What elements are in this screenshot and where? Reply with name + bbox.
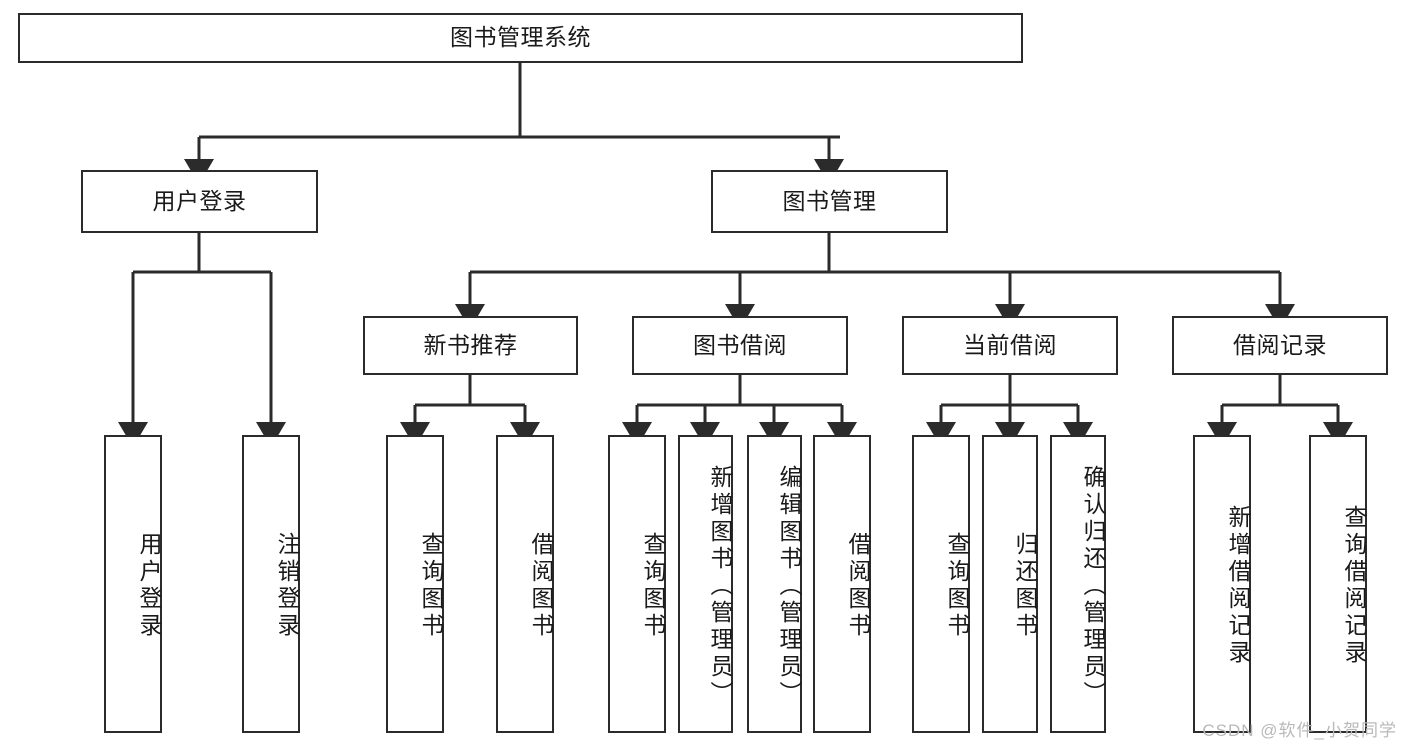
node-label: 查询图书 [944,532,970,640]
node-borrow-record[interactable]: 借阅记录 [1172,316,1388,375]
node-current-borrow[interactable]: 当前借阅 [902,316,1118,375]
leaf-current-confirm-return[interactable]: 确认归还（管理员） [1050,435,1106,733]
node-label: 用户登录 [136,532,162,640]
node-root-system[interactable]: 图书管理系统 [18,13,1023,63]
node-label: 注销登录 [274,532,300,640]
leaf-user-login[interactable]: 用户登录 [104,435,162,733]
node-label: 用户登录 [152,187,247,214]
node-label: 编辑图书（管理员） [776,464,802,708]
leaf-borrow-edit-book[interactable]: 编辑图书（管理员） [747,435,802,733]
node-label: 新增借阅记录 [1225,505,1251,667]
leaf-current-return-book[interactable]: 归还图书 [982,435,1038,733]
node-label: 借阅图书 [845,532,871,640]
leaf-borrow-query-book[interactable]: 查询图书 [608,435,666,733]
node-label: 图书借阅 [693,331,787,358]
leaf-record-query-record[interactable]: 查询借阅记录 [1309,435,1367,733]
csdn-watermark: CSDN @软件_小贺同学 [1202,721,1397,740]
node-label: 确认归还（管理员） [1080,464,1106,708]
node-label: 归还图书 [1012,532,1038,640]
leaf-borrow-add-book[interactable]: 新增图书（管理员） [678,435,733,733]
node-label: 查询图书 [640,532,666,640]
node-book-borrow[interactable]: 图书借阅 [632,316,848,375]
leaf-current-query-book[interactable]: 查询图书 [912,435,970,733]
node-label: 新增图书（管理员） [707,464,733,708]
leaf-record-add-record[interactable]: 新增借阅记录 [1193,435,1251,733]
node-label: 新书推荐 [423,331,518,358]
node-new-book-recommend[interactable]: 新书推荐 [363,316,578,375]
node-label: 当前借阅 [963,331,1057,358]
node-book-management[interactable]: 图书管理 [711,170,948,233]
node-label: 查询借阅记录 [1341,505,1367,667]
node-label: 借阅图书 [528,532,554,640]
leaf-borrow-borrow-book[interactable]: 借阅图书 [813,435,871,733]
leaf-user-logout[interactable]: 注销登录 [242,435,300,733]
node-label: 图书管理系统 [450,24,591,51]
node-user-login[interactable]: 用户登录 [81,170,318,233]
node-label: 图书管理 [782,187,877,214]
node-label: 借阅记录 [1233,331,1327,358]
leaf-recommend-borrow-book[interactable]: 借阅图书 [496,435,554,733]
node-label: 查询图书 [418,532,444,640]
leaf-recommend-query-book[interactable]: 查询图书 [386,435,444,733]
